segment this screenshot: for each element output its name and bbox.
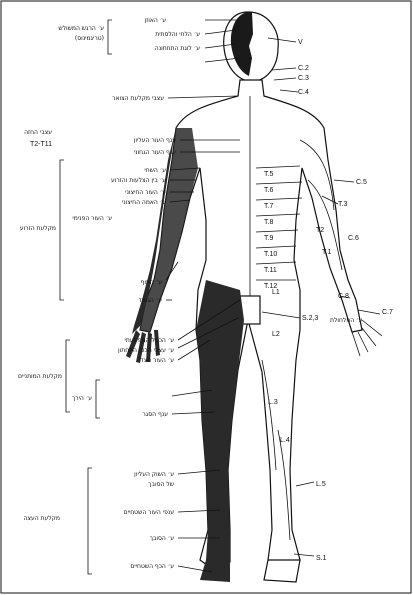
label-lumbar-plexus: מקלעת המותניים (18, 373, 62, 380)
label-anal: ע׳ החלחולת (330, 317, 363, 324)
label-lateral-femoral: ע׳ העור הצדי (139, 357, 174, 364)
label-L3: L.3 (268, 399, 278, 406)
label-C5: C.5 (356, 179, 367, 186)
label-ilioinguinal: ע׳ הכסל המפשעתי (125, 337, 175, 344)
label-lateral-cutaneous: ע׳ העור החיצוני (125, 189, 166, 196)
label-thoracic-nerves: עצבי החזה (24, 129, 52, 136)
label-medial-cutaneous: ע׳ העור הפנימי (72, 215, 112, 222)
label-brachial-plexus: מקלעת הזרוע (20, 225, 56, 232)
label-trigeminal-sub: (טריגמינוס) (75, 35, 104, 42)
label-L5: L.5 (316, 481, 326, 488)
label-obturator: ענף הסגר (142, 411, 168, 418)
label-V: V (298, 39, 303, 46)
label-L1: L1 (272, 289, 280, 296)
label-ear-nerve: ע׳ האוזן (145, 17, 167, 24)
label-cheek-nerve: ע׳ הלחי והלסתית (155, 31, 200, 38)
label-C7: C.7 (382, 309, 393, 316)
label-T3: T.3 (338, 201, 347, 208)
label-T8: T.8 (264, 219, 273, 226)
label-radial: ע׳ התוף (141, 279, 163, 286)
label-superficial-foot: ע׳ הכף השטחיים (130, 563, 174, 570)
label-lower-jaw-nerve: ע׳ לוגת התחתונה (155, 45, 200, 52)
label-T11: T.11 (264, 267, 277, 274)
hebrew-labels: ע׳ האוזן ע׳ הרגש המשולש (טריגמינוס) ע׳ ה… (18, 17, 363, 570)
label-forearm-lateral: ע׳ האמה החיצוני (122, 199, 166, 206)
label-sural-upper-sub: של הסובך (148, 481, 174, 488)
label-S1: S.1 (316, 555, 327, 562)
label-cervical-plexus: עצבי מקלעת הצואר (112, 95, 164, 102)
label-ventral-cutaneous: ענף העור הגחוני (134, 149, 176, 156)
label-trigeminal: ע׳ הרגש המשולש (58, 25, 104, 32)
label-L2: L2 (272, 331, 280, 338)
label-axillary: ע׳ השחי (144, 167, 166, 174)
label-sural-upper: ע׳ השוק העליון (134, 471, 174, 478)
label-T2: T2 (316, 227, 324, 234)
label-C2: C.2 (298, 65, 309, 72)
label-T5: T.5 (264, 171, 273, 178)
label-femoral: ע׳ הירך (72, 395, 92, 402)
label-C8: C.8 (338, 293, 349, 300)
label-T6: T.6 (264, 187, 273, 194)
label-sacral-plexus: מקלעת העצה (23, 515, 60, 522)
label-C4: C.4 (298, 89, 309, 96)
right-foot (264, 560, 300, 582)
label-T12: T.12 (264, 283, 277, 290)
label-L4: L.4 (280, 437, 290, 444)
label-S23: S.2,3 (302, 315, 318, 322)
left-leg-dermatome (196, 280, 244, 568)
label-T7: T.7 (264, 203, 273, 210)
label-upper-cutaneous: ענף העור העליון (134, 137, 176, 144)
label-C6: C.6 (348, 235, 359, 242)
label-T9: T.9 (264, 235, 273, 242)
label-T1: T.1 (322, 249, 331, 256)
label-iliohypogastric: ע׳ עצבי הבטן התחתון (118, 347, 174, 354)
label-intercostal: ע׳ בין הצלעות והזרוע (111, 177, 166, 184)
label-T10: T.10 (264, 251, 277, 258)
label-sural: ע׳ הסובך (150, 535, 175, 542)
label-C3: C.3 (298, 75, 309, 82)
label-superficial-branches: ענפי העור השטחיים (124, 509, 175, 516)
label-ulnar: ע׳ הגומד (138, 297, 162, 304)
label-thoracic-range: T2-T11 (30, 141, 52, 148)
